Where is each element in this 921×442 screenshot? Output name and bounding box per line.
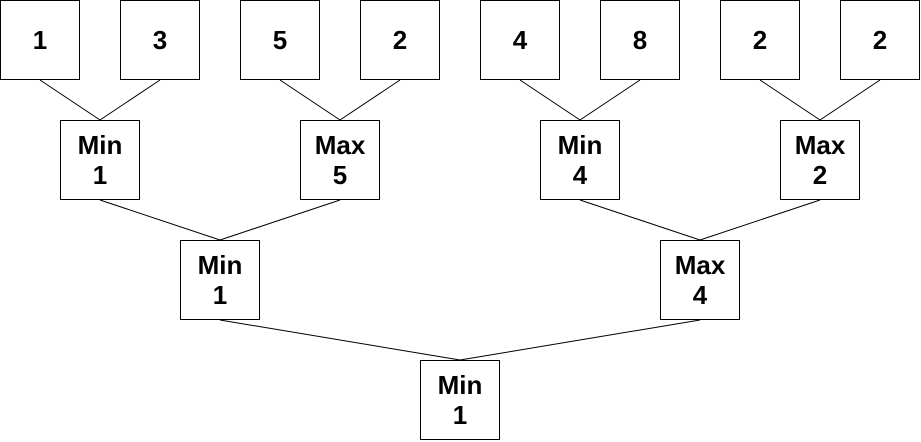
edge-leaf2-l1a (99, 79, 161, 121)
node-value: 2 (812, 160, 828, 190)
edge-l1b-l2a (219, 199, 341, 241)
node-operator: Min (197, 250, 243, 280)
edge-leaf5-l1c (519, 79, 581, 121)
leaf-value: 8 (632, 25, 648, 55)
leaf-node-3: 5 (240, 0, 320, 80)
edge-l1c-l2b (579, 199, 701, 241)
leaf-value: 2 (872, 25, 888, 55)
node-value: 5 (332, 160, 348, 190)
node-operator: Max (314, 130, 366, 160)
root-node: Min 1 (420, 360, 500, 440)
leaf-value: 1 (32, 25, 48, 55)
edge-leaf3-l1b (279, 79, 341, 121)
leaf-value: 2 (752, 25, 768, 55)
leaf-node-7: 2 (720, 0, 800, 80)
node-value: 4 (692, 280, 708, 310)
node-value: 4 (572, 160, 588, 190)
node-operator: Max (794, 130, 846, 160)
leaf-node-4: 2 (360, 0, 440, 80)
node-operator: Min (557, 130, 603, 160)
level2-node-2: Max 4 (660, 240, 740, 320)
leaf-node-5: 4 (480, 0, 560, 80)
edge-l2b-root (459, 319, 701, 361)
edge-l1a-l2a (99, 199, 221, 241)
leaf-node-8: 2 (840, 0, 920, 80)
edge-leaf7-l1d (759, 79, 821, 121)
level1-node-4: Max 2 (780, 120, 860, 200)
level1-node-2: Max 5 (300, 120, 380, 200)
level1-node-1: Min 1 (60, 120, 140, 200)
level1-node-3: Min 4 (540, 120, 620, 200)
leaf-node-6: 8 (600, 0, 680, 80)
edge-leaf4-l1b (339, 79, 401, 121)
edge-leaf1-l1a (39, 79, 101, 121)
edge-l1d-l2b (699, 199, 821, 241)
leaf-node-2: 3 (120, 0, 200, 80)
leaf-node-1: 1 (0, 0, 80, 80)
node-value: 1 (212, 280, 228, 310)
leaf-value: 3 (152, 25, 168, 55)
level2-node-1: Min 1 (180, 240, 260, 320)
leaf-value: 2 (392, 25, 408, 55)
node-value: 1 (92, 160, 108, 190)
node-value: 1 (452, 400, 468, 430)
node-operator: Min (77, 130, 123, 160)
node-operator: Min (437, 370, 483, 400)
edge-l2a-root (219, 319, 461, 361)
node-operator: Max (674, 250, 726, 280)
edge-leaf6-l1c (579, 79, 641, 121)
leaf-value: 5 (272, 25, 288, 55)
leaf-value: 4 (512, 25, 528, 55)
edge-leaf8-l1d (819, 79, 881, 121)
